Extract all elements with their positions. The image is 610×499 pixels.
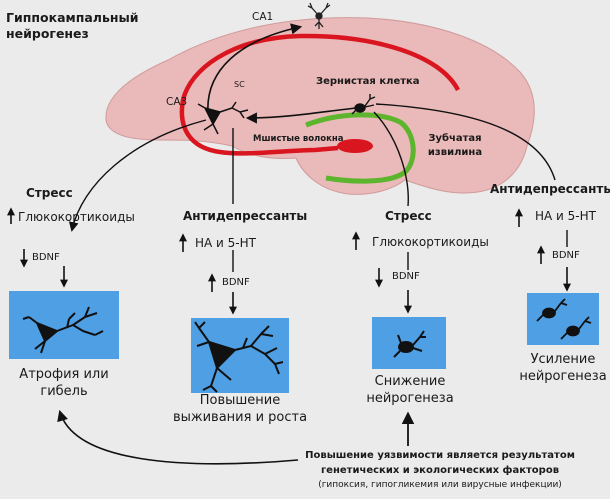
granule-cell-icon	[351, 94, 376, 115]
label-granule-cell: Зернистая клетка	[316, 76, 420, 87]
ca1-neuron-icon	[307, 2, 331, 29]
vulnerability-line-2: генетических и экологических факторов	[320, 465, 560, 476]
p2-outcome-1: Повышение	[199, 393, 281, 408]
p2-bdnf: BDNF	[222, 277, 250, 288]
ca3-neuron-icon	[197, 101, 249, 135]
ca3-end-blob	[337, 139, 373, 153]
p3-outcome-2: нейрогенеза	[366, 391, 454, 406]
arrow-to-pathway-4	[375, 103, 556, 181]
p2-factor: НА и 5-НТ	[195, 236, 256, 250]
atrophied-neuron-icon	[22, 306, 104, 354]
ca3-to-ca1-arrow	[207, 23, 303, 115]
p3-heading: Стресс	[385, 209, 432, 223]
p3-outcome-1: Снижение	[374, 374, 446, 389]
dentate-gyrus-green	[305, 112, 416, 184]
p4-heading: Антидепрессанты	[490, 182, 610, 196]
small-neuron-icon	[393, 330, 426, 358]
p4-factor: НА и 5-НТ	[535, 209, 596, 223]
p3-bdnf: BDNF	[392, 271, 420, 282]
title-line-1: Гиппокампальный	[6, 10, 139, 25]
label-mossy-fibers: Мшистые волокна	[253, 134, 344, 144]
p1-heading: Стресс	[26, 186, 73, 200]
p1-outcome-2: гибель	[40, 384, 88, 399]
label-dentate-1: Зубчатая	[428, 133, 482, 144]
label-ca3: CA3	[166, 96, 188, 108]
p1-outcome-1: Атрофия или	[19, 367, 109, 382]
label-sc: SC	[234, 80, 245, 89]
p1-factor: Глюкокортикоиды	[18, 210, 135, 224]
label-dentate-2: извилина	[427, 147, 483, 158]
arrow-to-pathway-3	[373, 111, 409, 207]
vulnerability-line-1: Повышение уязвимости является результато…	[305, 450, 575, 461]
neuron-box-enhanced	[527, 293, 599, 345]
p2-heading: Антидепрессанты	[183, 209, 308, 223]
p2-outcome-2: выживания и роста	[172, 410, 308, 425]
healthy-neuron-icon	[194, 321, 284, 393]
label-ca1: CA1	[252, 11, 274, 23]
p4-outcome-1: Усиление	[530, 352, 596, 367]
vulnerability-to-atrophy-arrow	[57, 409, 299, 465]
arrow-to-pathway-1	[68, 119, 207, 232]
p3-factor: Глюкокортикоиды	[372, 235, 489, 249]
vulnerability-line-3: (гипоксия, гипогликемия или вирусные инф…	[318, 480, 562, 490]
title-line-2: нейрогенез	[6, 26, 89, 41]
p4-outcome-2: нейрогенеза	[519, 369, 607, 384]
neuron-box-atrophy	[9, 291, 119, 359]
neuron-box-survival	[191, 318, 289, 393]
multiple-neurons-icon	[536, 298, 592, 340]
ca-pathway-red	[179, 33, 460, 156]
p1-bdnf: BDNF	[32, 252, 60, 263]
neuron-box-reduced	[372, 317, 446, 369]
granule-to-ca3-arrow	[245, 107, 357, 124]
p4-bdnf: BDNF	[552, 250, 580, 261]
